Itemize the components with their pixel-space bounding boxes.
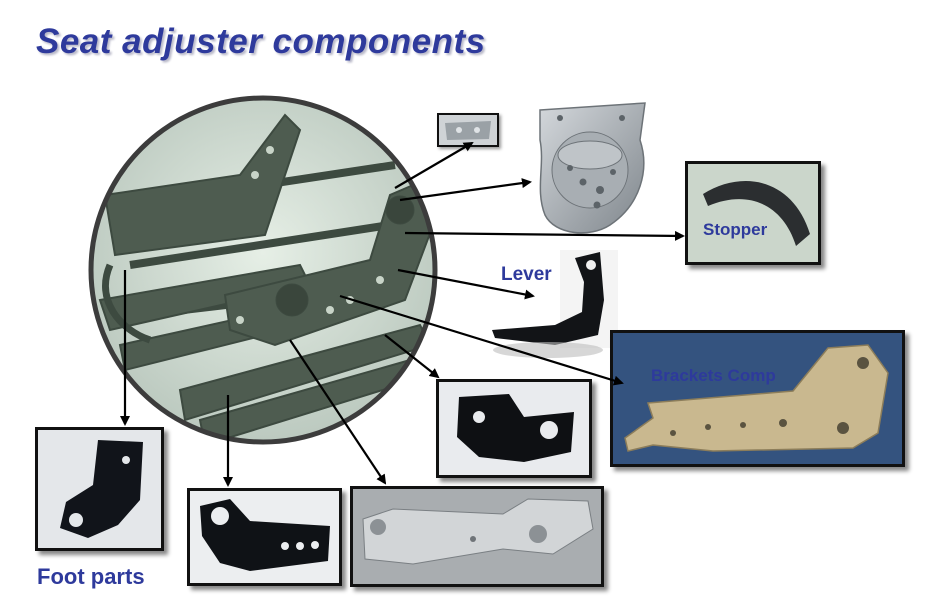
small-bracket-thumbnail: [437, 113, 499, 147]
foot-part-1-image: [38, 430, 161, 548]
rail-part-photo-frame: [350, 486, 604, 587]
black-bracket-photo-frame: [436, 379, 592, 478]
brackets-comp-image: [613, 333, 902, 464]
foot-part-2-photo-frame: [187, 488, 342, 586]
stopper-photo-frame: [685, 161, 821, 265]
lever-label: Lever: [501, 264, 552, 285]
black-bracket-image: [439, 382, 589, 475]
stopper-image: [688, 164, 818, 262]
stopper-label: Stopper: [703, 220, 768, 239]
foot-part-2-image: [190, 491, 339, 583]
small-bracket-image: [439, 115, 497, 145]
slide-title: Seat adjuster components: [36, 22, 486, 61]
foot-parts-label: Foot parts: [37, 564, 145, 589]
brackets-comp-label: Brackets Comp: [651, 366, 776, 385]
rail-part-image: [353, 489, 601, 584]
brackets-comp-photo-frame: [610, 330, 905, 467]
foot-part-1-photo-frame: [35, 427, 164, 551]
